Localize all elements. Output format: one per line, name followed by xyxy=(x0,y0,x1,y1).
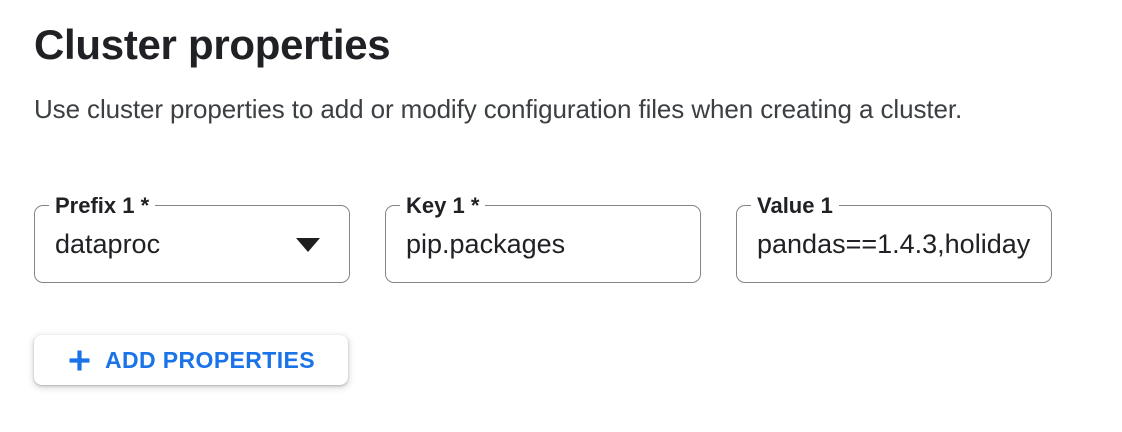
add-properties-label: ADD PROPERTIES xyxy=(104,346,316,373)
add-properties-button[interactable]: ADD PROPERTIES xyxy=(34,335,348,386)
property-row: Prefix 1 * dataproc Key 1 * Value 1 xyxy=(34,193,1088,284)
key-label: Key 1 * xyxy=(400,193,486,219)
prefix-label: Prefix 1 * xyxy=(49,193,156,219)
plus-icon xyxy=(67,348,92,373)
value-input[interactable] xyxy=(757,228,1033,260)
value-label: Value 1 xyxy=(751,193,839,219)
dropdown-arrow-icon xyxy=(296,238,320,253)
key-field: Key 1 * xyxy=(385,193,701,284)
page-description: Use cluster properties to add or modify … xyxy=(34,94,963,125)
page-title: Cluster properties xyxy=(34,21,391,68)
key-input[interactable] xyxy=(406,228,682,260)
prefix-selected-value: dataproc xyxy=(55,228,161,259)
cluster-properties-section: Cluster properties Use cluster propertie… xyxy=(34,21,1088,386)
prefix-select[interactable]: Prefix 1 * dataproc xyxy=(34,193,350,284)
value-field: Value 1 xyxy=(736,193,1052,284)
